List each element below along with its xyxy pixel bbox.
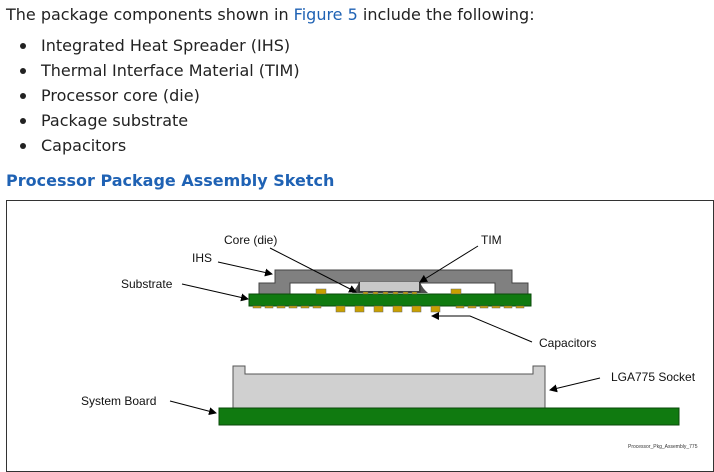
label-core: Core (die) — [224, 233, 277, 247]
system-board — [218, 407, 680, 426]
intro-after: include the following: — [357, 5, 535, 24]
substrate — [248, 293, 532, 307]
label-capacitors: Capacitors — [539, 336, 596, 350]
assembly-diagram: Core (die) TIM IHS Substrate Capacitors … — [81, 233, 698, 450]
label-tim: TIM — [481, 233, 502, 247]
list-item: Package substrate — [20, 108, 300, 133]
label-socket: LGA775 Socket — [611, 370, 696, 384]
intro-before: The package components shown in — [6, 5, 294, 24]
list-item: Thermal Interface Material (TIM) — [20, 58, 300, 83]
label-substrate: Substrate — [121, 277, 173, 291]
list-item: Processor core (die) — [20, 83, 300, 108]
component-list: Integrated Heat Spreader (IHS) Thermal I… — [0, 33, 300, 158]
package — [248, 269, 532, 313]
die-top — [360, 282, 419, 291]
section-heading: Processor Package Assembly Sketch — [6, 171, 335, 190]
list-item: Capacitors — [20, 133, 300, 158]
figure-id: Processor_Pkg_Assembly_775 — [628, 444, 698, 450]
figure-link[interactable]: Figure 5 — [293, 5, 358, 24]
label-system-board: System Board — [81, 394, 156, 408]
lga775-socket — [232, 365, 546, 409]
intro-text: The package components shown in Figure 5… — [6, 5, 535, 24]
capacitors — [252, 288, 525, 313]
list-item: Integrated Heat Spreader (IHS) — [20, 33, 300, 58]
label-ihs: IHS — [192, 251, 212, 265]
